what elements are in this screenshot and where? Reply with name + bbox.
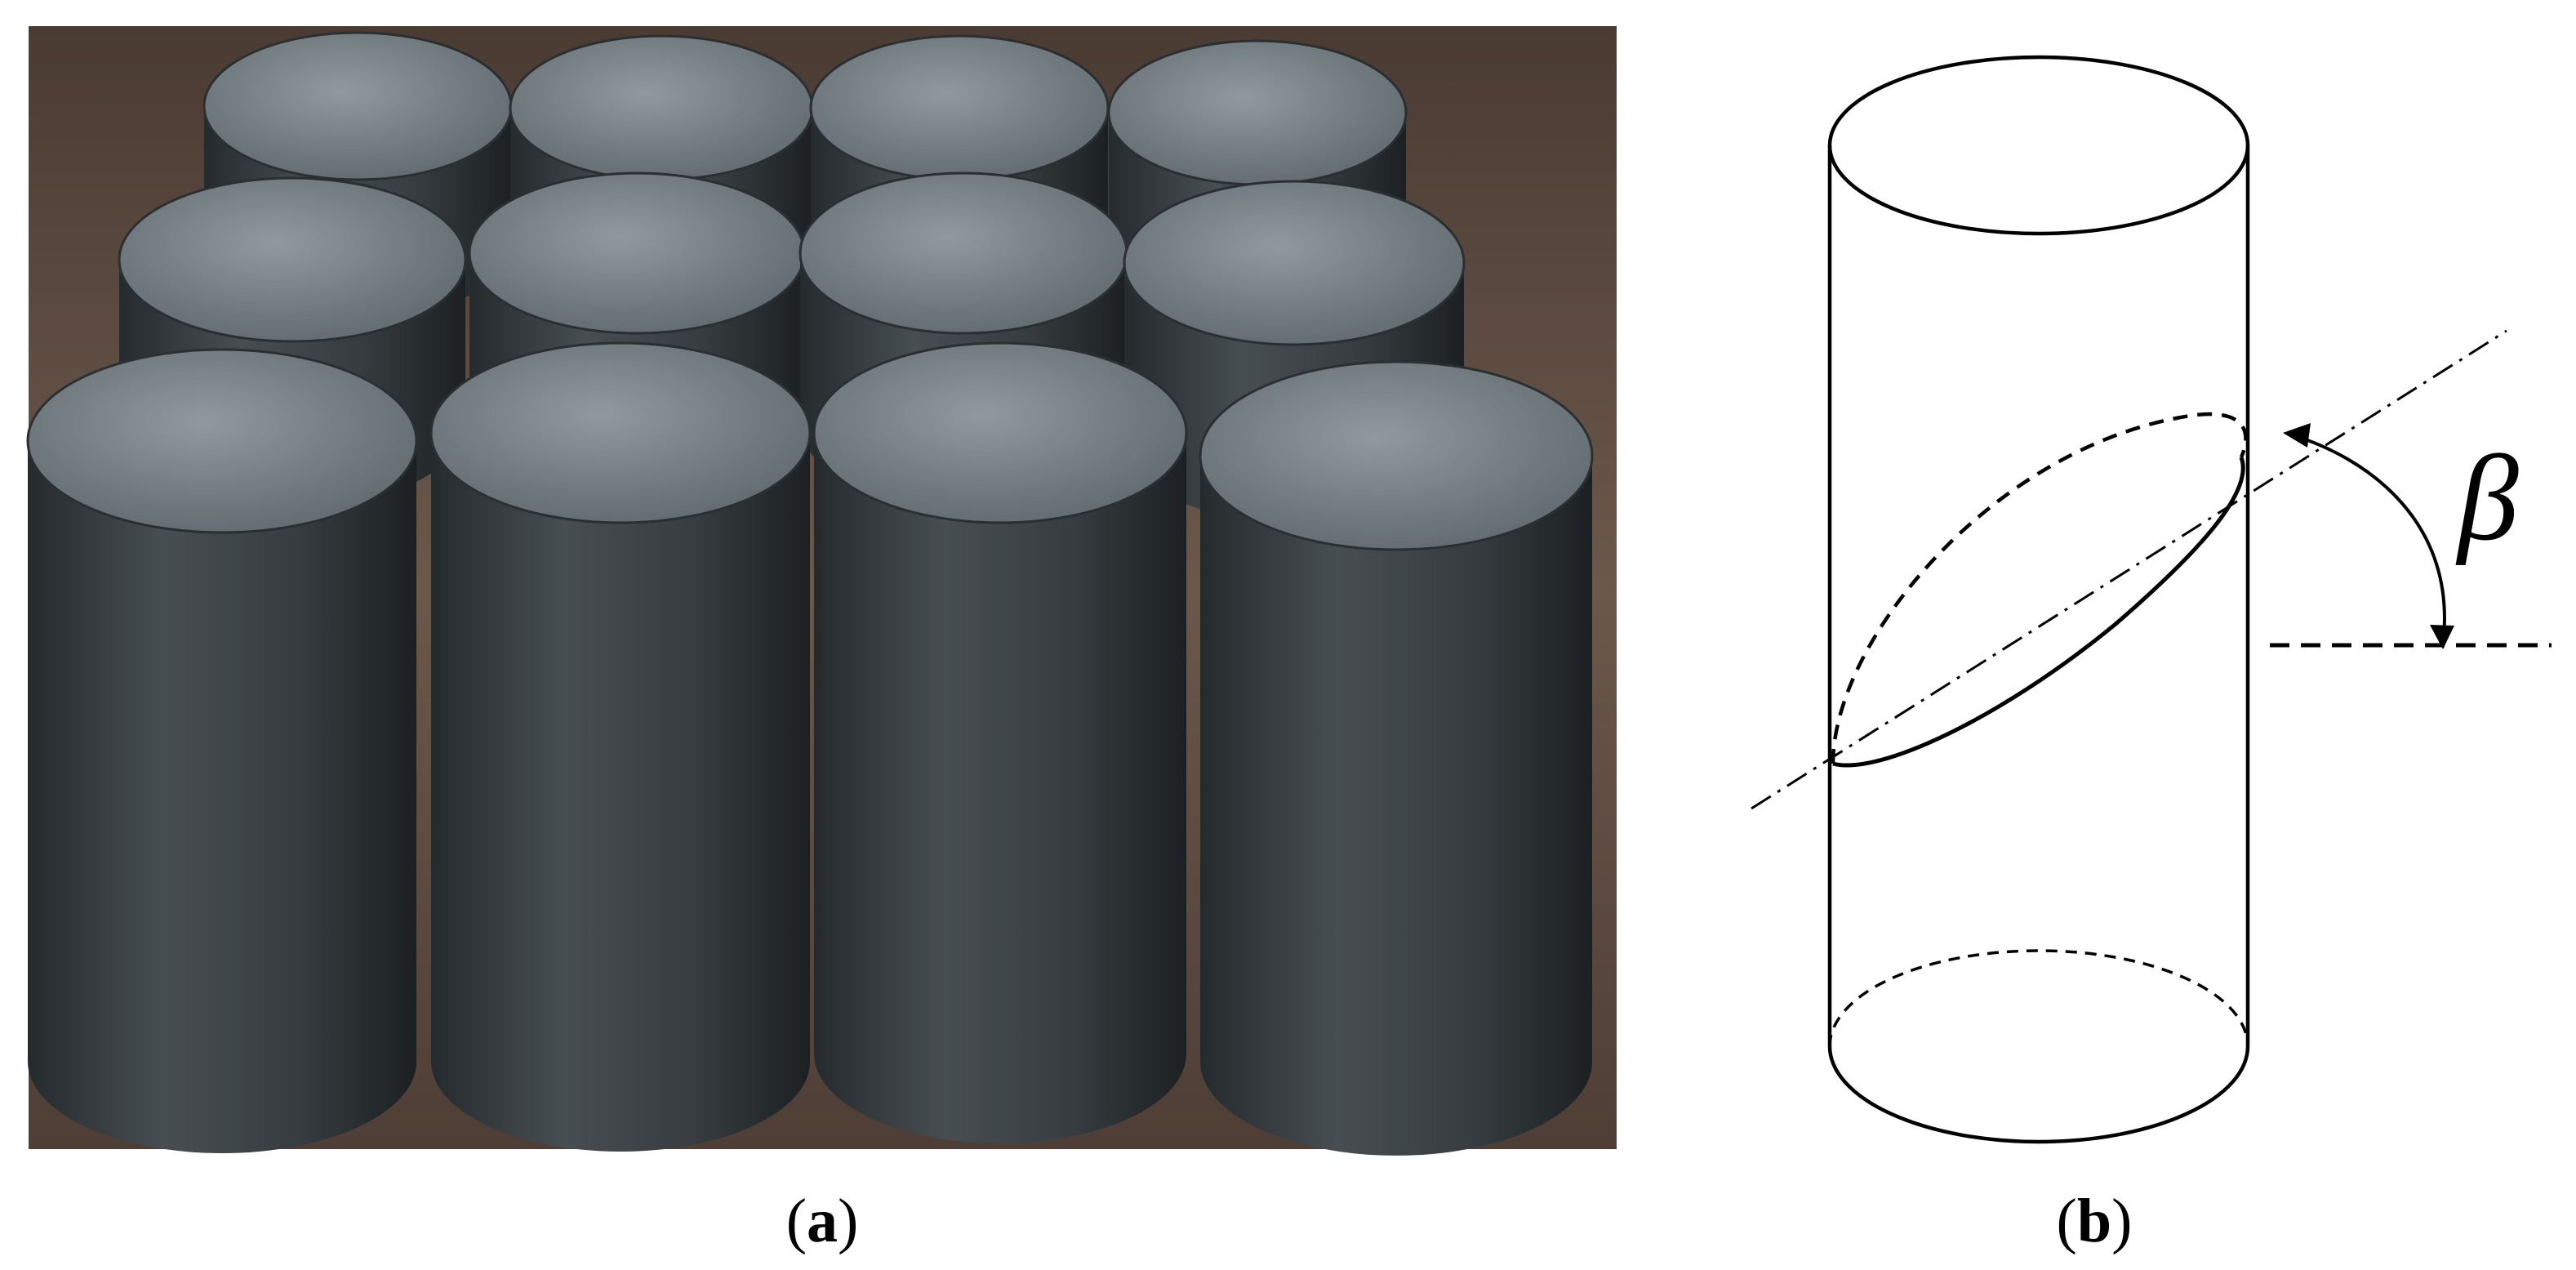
caption-a: (a) <box>786 1187 859 1255</box>
specimen-photo <box>26 26 1617 1156</box>
specimen-cylinder <box>26 348 418 1153</box>
inclined-plane-front-arc <box>1832 457 2245 768</box>
specimen-top-face <box>1107 39 1408 186</box>
specimen-top-face <box>1199 360 1594 551</box>
angle-arc <box>2289 433 2446 644</box>
specimen-cylinder <box>812 341 1188 1143</box>
specimen-top-face <box>812 341 1188 524</box>
specimen-top-face <box>468 172 806 335</box>
cylinder-top-ellipse <box>1827 55 2250 236</box>
inclined-plane-back-arc <box>1831 412 2248 764</box>
specimen-top-face <box>118 176 467 343</box>
specimen-top-face <box>799 172 1128 335</box>
arrowhead-lower-icon <box>2430 625 2454 649</box>
specimen-cylinder <box>1199 360 1594 1156</box>
specimen-body <box>1200 456 1592 1156</box>
specimen-row-front <box>26 341 1594 1156</box>
specimen-body <box>814 433 1186 1143</box>
specimen-body <box>431 433 810 1152</box>
cylinder-bottom-front-arc <box>1827 1045 2250 1144</box>
specimen-top-face <box>202 31 513 181</box>
caption-b: (b) <box>2057 1187 2133 1255</box>
specimen-top-face <box>1123 180 1466 346</box>
specimen-body <box>28 441 416 1153</box>
specimen-top-face <box>26 348 418 534</box>
arrowhead-upper-icon <box>2283 423 2311 448</box>
angle-label: β <box>2455 430 2519 566</box>
schematic-diagram: β <box>1751 55 2552 1144</box>
specimen-top-face <box>809 34 1110 181</box>
cylinder-bottom-back-arc <box>1828 949 2249 1047</box>
specimen-top-face <box>509 34 814 181</box>
specimen-cylinder <box>429 341 812 1152</box>
plane-axis-line <box>1751 329 2507 810</box>
specimen-top-face <box>429 341 812 524</box>
